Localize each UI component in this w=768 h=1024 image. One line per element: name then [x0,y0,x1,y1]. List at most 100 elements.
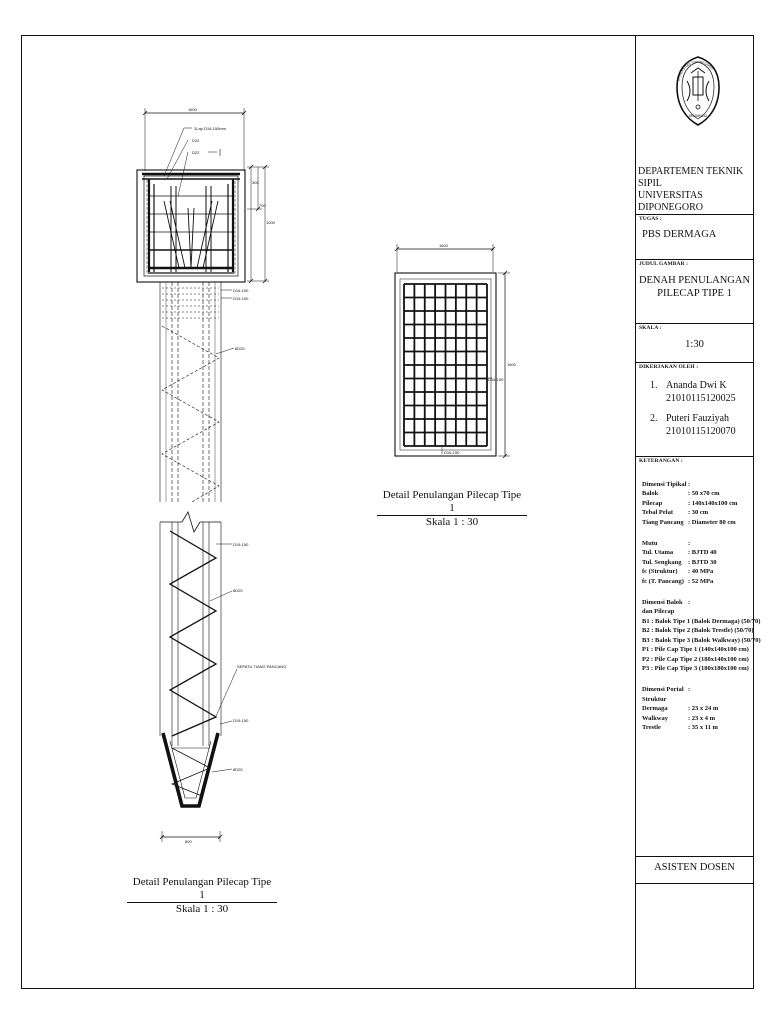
pilecap-elevation [136,127,246,283]
title-block-header: UNIVERSITAS DIPONEGORO SEMARANG DEPARTEM… [636,36,753,215]
university-seal-icon: UNIVERSITAS DIPONEGORO SEMARANG [676,56,720,126]
elev-label-spiral3: 8D25 [233,767,243,772]
notes-row: P3 : Pile Cap Tipe 3 (180x180x100 cm) [642,664,749,672]
elev-dim-bottom-width: 800 [185,839,192,844]
notes-row: B2 : Balok Tipe 2 (Balok Trestle) (50/70… [642,627,754,635]
elev-label-bar3: D22 [192,150,200,155]
notes-row: Trestle: 35 x 11 m [642,723,718,731]
notes-row: P1 : Pile Cap Tipe 1 (140x140x100 cm) [642,646,749,654]
notes-group3-title: Dimensi Balok [642,599,683,607]
scale-label: SKALA : [639,325,662,331]
team-member-2-name: Puteri Fauziyah [666,413,730,424]
notes-row: P2 : Pile Cap Tipe 2 (180x140x100 cm) [642,655,749,663]
elevation-right-dimensions [247,164,269,284]
elevation-top-dimension [142,108,247,171]
elev-label-d19b: D19-150 [233,542,249,547]
plan-bottom-label: D16-150 [444,450,460,455]
notes-content: Dimensi Tipikal: Balok: 50 x70 cm Pileca… [642,480,761,741]
drawing-labels: 1600 2Lap D16-150mm D22 D22 300 700 1000… [185,107,517,844]
notes-group3-colon: : [688,599,691,607]
notes-group-materials: Mutu: Tul. Utama: BJTD 40 Tul. Sengkang:… [642,539,752,586]
notes-row: Tul. Utama: BJTD 40 [642,549,717,557]
notes-group2-colon: : [688,540,691,548]
elev-dim-right-700: 700 [259,203,266,208]
notes-row: B1 : Balok Tipe 1 (Balok Dermaga) (50/70… [642,617,761,625]
university-logo: UNIVERSITAS DIPONEGORO SEMARANG [673,51,723,131]
notes-group-portal: Dimensi Portal: Struktur Dermaga: 23 x 2… [642,685,752,732]
elev-label-d19a: D19-150 [233,296,249,301]
notes-row: Tebal Pelat: 30 cm [642,509,709,517]
notes-group3-sub: dan Pilecap [642,608,675,616]
plan-caption: Detail Penulangan Pilecap Tipe 1 Skala 1… [377,489,527,529]
elevation-caption: Detail Penulangan Pilecap Tipe 1 Skala 1… [127,876,277,916]
team-member-2: 2. Puteri Fauziyah [650,413,729,425]
notes-group1-title: Dimensi Tipikal [642,481,687,488]
elev-label-d19c: D19-150 [233,718,249,723]
drawing-title-line1: DENAH PENULANGAN [638,275,751,286]
logo-text-bottom: SEMARANG [689,114,708,118]
pile-shaft-upper [159,282,235,503]
pile-shaft-lower [159,522,238,773]
notes-label: KETERANGAN : [639,458,683,464]
team-member-1-id: 21010115120025 [666,393,736,404]
task-label: TUGAS : [639,216,662,222]
notes-group-beams: Dimensi Balok: dan Pilecap B1 : Balok Ti… [642,598,761,673]
team-member-1: 1. Ananda Dwi K [650,380,727,392]
notes-row: B3 : Balok Tipe 3 (Balok Walkway) (50/70… [642,636,761,644]
pilecap-plan [394,244,510,459]
elevation-bottom-dimension [159,831,223,842]
assistant-label: ASISTEN DOSEN [654,862,735,873]
elev-label-shoe: SEPATU TIANG PANCANG [237,664,286,669]
prepared-by-label: DIKERJAKAN OLEH : [639,364,699,370]
title-block-notes: KETERANGAN : Dimensi Tipikal: Balok: 50 … [636,456,761,857]
plan-dim-right-height: 1600 [507,362,517,367]
elev-label-spiral1: 8D25 [235,346,245,351]
notes-row: Tiang Pancang: Diameter 80 cm [642,518,736,526]
drawing-sheet: 1600 2Lap D16-150mm D22 D22 300 700 1000… [21,35,761,989]
team-member-1-num: 1. [650,380,658,391]
team-member-2-id: 21010115120070 [666,426,736,437]
svg-text:UNIVERSITAS DIPONEGORO: UNIVERSITAS DIPONEGORO [676,60,714,81]
notes-row: Pilecap: 140x140x100 cm [642,499,738,507]
pile-shoe [161,732,220,808]
plan-dim-top-width: 1600 [439,243,449,248]
plan-caption-scale: Skala 1 : 30 [425,516,479,528]
notes-row: Tul. Sengkang: BJTD 30 [642,558,717,566]
elev-label-bar1: 2Lap D16-150mm [194,126,227,131]
task-value: PBS DERMAGA [642,229,717,240]
department-name: DEPARTEMEN TEKNIK SIPIL UNIVERSITAS DIPO… [638,166,751,214]
notes-group1-colon: : [688,481,691,488]
title-block-scale: SKALA : 1:30 [636,323,753,363]
plan-caption-title: Detail Penulangan Pilecap Tipe 1 [377,489,527,516]
team-member-1-name: Ananda Dwi K [666,380,727,391]
title-block-prepared-by: DIKERJAKAN OLEH : 1. Ananda Dwi K 2101011… [636,362,753,457]
elevation-caption-scale: Skala 1 : 30 [175,903,229,915]
elev-label-d16: D16-150 [233,288,249,293]
department-line2: UNIVERSITAS DIPONEGORO [638,190,703,213]
notes-group2-title: Mutu [642,540,658,548]
elev-dim-right-300: 300 [252,180,259,185]
notes-group4-title: Dimensi Portal [642,686,684,694]
elev-label-spiral2: 8D25 [233,588,243,593]
elev-dim-right-1000: 1000 [266,220,276,225]
team-member-2-num: 2. [650,413,658,424]
notes-group4-sub: Struktur [642,695,667,703]
notes-row: Dermaga: 23 x 24 m [642,705,719,713]
notes-row: Balok: 50 x70 cm [642,490,720,498]
title-block-task: TUGAS : PBS DERMAGA [636,214,753,260]
drawing-title-label: JUDUL GAMBAR : [639,261,689,267]
notes-row: Walkway: 23 x 4 m [642,714,716,722]
scale-value: 1:30 [685,339,704,350]
notes-row: fc (T. Pancang): 52 MPa [642,577,714,585]
elev-dim-top-width: 1600 [188,107,198,112]
plan-inner-label: D16-150 [488,377,504,382]
pile-break-symbol [160,511,221,533]
drawing-title-line2: PILECAP TIPE 1 [657,288,732,299]
elevation-caption-title: Detail Penulangan Pilecap Tipe 1 [127,876,277,903]
notes-row: fc (Struktur): 40 MPa [642,568,714,576]
department-line1: DEPARTEMEN TEKNIK SIPIL [638,166,744,189]
title-block: UNIVERSITAS DIPONEGORO SEMARANG DEPARTEM… [635,36,761,988]
title-block-drawing-title: JUDUL GAMBAR : DENAH PENULANGAN PILECAP … [636,259,753,324]
drawing-area: 1600 2Lap D16-150mm D22 D22 300 700 1000… [22,36,635,988]
notes-group4-colon: : [688,686,691,694]
